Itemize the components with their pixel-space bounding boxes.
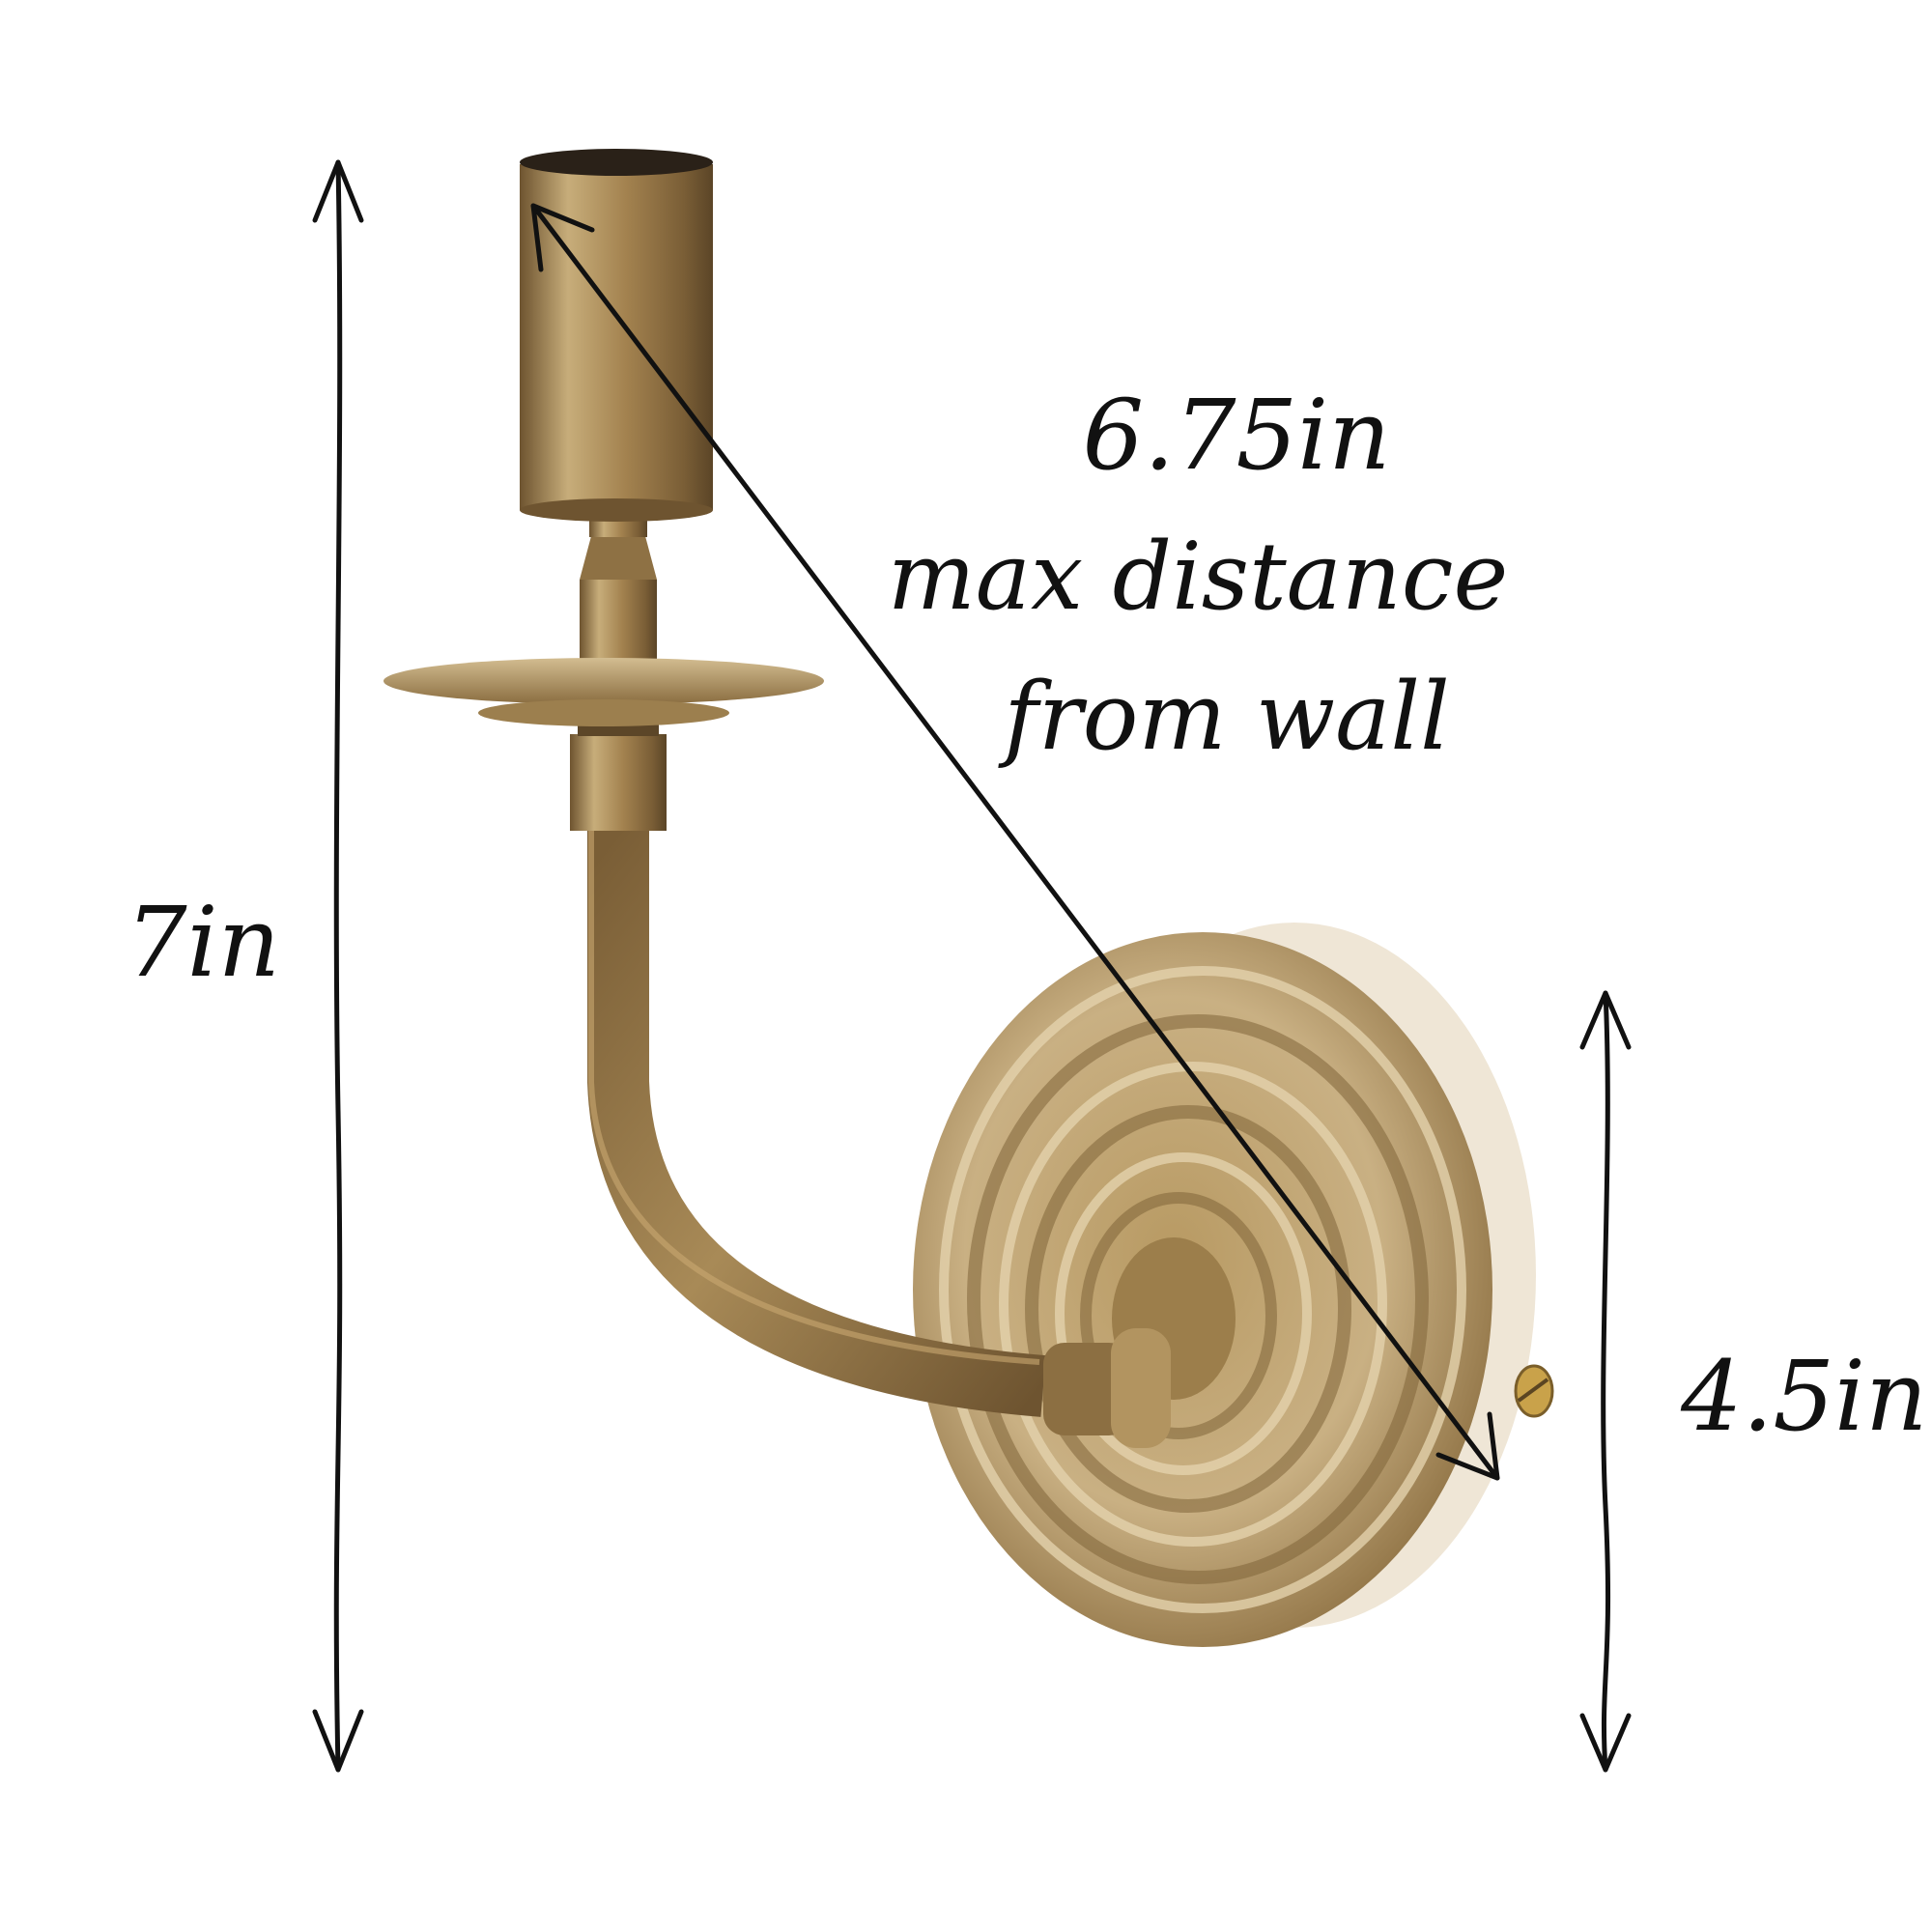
max-distance-arrow — [530, 203, 1500, 1481]
arm-collar — [1043, 1328, 1171, 1448]
distance-value-label: 6.75in — [1082, 379, 1390, 492]
backplate-label: 4.5in — [1680, 1340, 1927, 1453]
backplate-height-arrow — [1579, 990, 1632, 1773]
backplate — [913, 932, 1492, 1647]
candle-cup — [520, 149, 713, 522]
height-arrow — [312, 159, 364, 1773]
brass-sconce — [384, 149, 1554, 1647]
distance-caption-line-1: max distance — [888, 523, 1509, 631]
height-label: 7in — [126, 886, 280, 999]
drip-disc — [384, 658, 824, 726]
distance-caption-line-2: from wall — [998, 663, 1450, 771]
screw — [1514, 1364, 1554, 1418]
